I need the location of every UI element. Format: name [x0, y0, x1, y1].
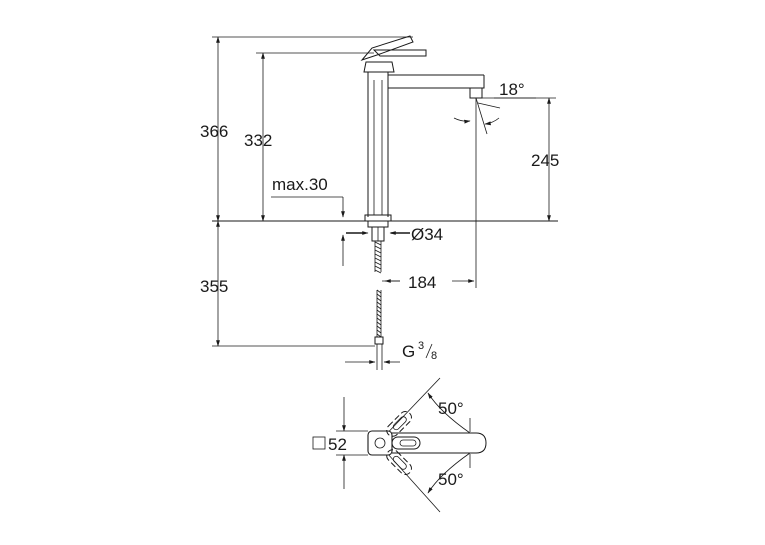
overall-height-label: 366: [200, 122, 228, 141]
hose-length-label: 355: [200, 277, 228, 296]
dim-spout-reach: 184: [382, 221, 477, 292]
dim-spout-angle: 18°: [453, 80, 536, 135]
rotation-top-label: 50°: [438, 399, 464, 418]
thread-prefix: G: [402, 342, 415, 361]
hole-diameter-label: Ø34: [411, 225, 443, 244]
dim-spout-height: 332: [244, 52, 374, 222]
thread-numerator: 3: [418, 340, 424, 352]
rotation-bottom-label: 50°: [438, 470, 464, 489]
dim-thread-size: G 3 8: [345, 340, 437, 364]
spout-reach-label: 184: [408, 273, 436, 292]
base-size-label: 52: [328, 435, 347, 454]
fraction-slash-icon: [425, 343, 433, 359]
outlet-height-label: 245: [531, 151, 559, 170]
dim-max-deck: max.30: [271, 175, 345, 266]
thread-denominator: 8: [431, 350, 437, 362]
dim-hole-diameter: Ø34: [348, 225, 443, 244]
faucet-top-view: 52 50° 50°: [312, 377, 487, 513]
square-icon: [312, 436, 326, 450]
dim-outlet-height: 245: [494, 97, 559, 222]
hose-pattern: [374, 241, 382, 338]
faucet-side-view: [360, 35, 485, 222]
spout-height-label: 332: [244, 131, 272, 150]
dim-hose-length: 355: [200, 220, 375, 347]
spout-angle-label: 18°: [499, 80, 525, 99]
dim-overall-height: 366: [200, 36, 413, 222]
max-deck-label: max.30: [272, 175, 328, 194]
